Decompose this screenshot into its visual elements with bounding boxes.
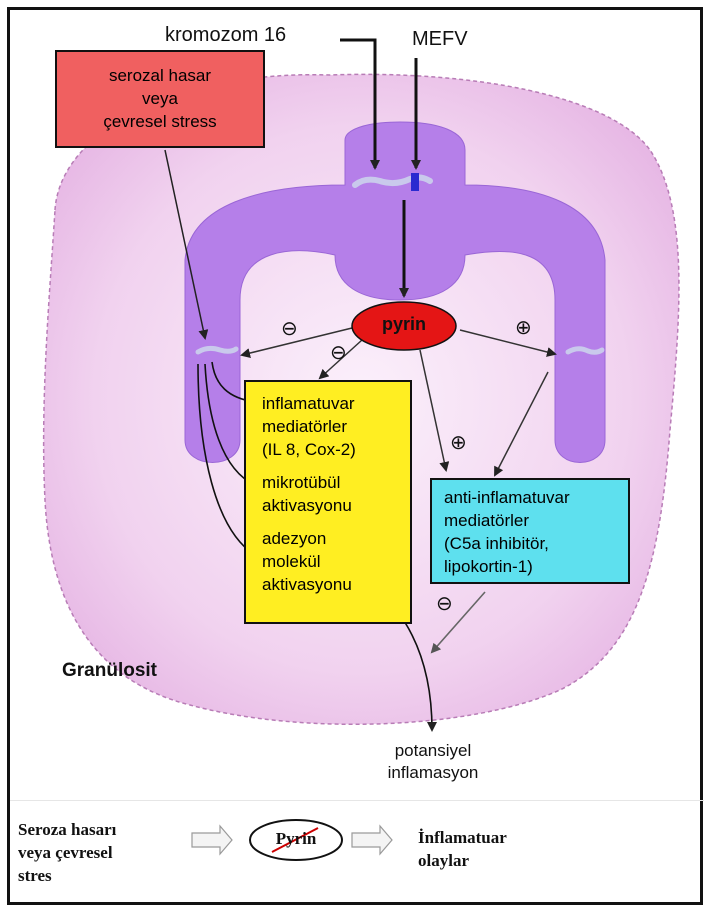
anti-line-3: (C5a inhibitör,	[444, 532, 628, 555]
stress-line-3: çevresel stress	[63, 110, 257, 133]
anti-line-1: anti-inflamatuvar	[444, 486, 628, 509]
legend-left-line-3: stres	[18, 864, 116, 887]
minus-sign-center: ⊖	[330, 340, 347, 365]
legend-arrow-right	[352, 826, 392, 854]
pyrin-label: pyrin	[352, 314, 456, 335]
inflam-line-7: molekül	[262, 550, 410, 573]
mefv-gene-mark	[411, 173, 419, 191]
minus-sign-bottom: ⊖	[436, 591, 453, 616]
plus-sign-center: ⊕	[450, 430, 467, 455]
outcome-line-2: inflamasyon	[370, 762, 496, 784]
inflam-line-1: inflamatuvar	[262, 392, 410, 415]
outcome-line-1: potansiyel	[370, 740, 496, 762]
legend-right-text: İnflamatuar olaylar	[418, 826, 507, 872]
cell-label: Granülosit	[62, 660, 157, 682]
legend-pyrin-label: Pyrin	[250, 829, 342, 849]
legend-right-line-2: olaylar	[418, 849, 507, 872]
stress-box: serozal hasar veya çevresel stress	[55, 50, 265, 148]
anti-line-4: lipokortin-1)	[444, 555, 628, 578]
left-lobe-squiggle	[198, 348, 236, 352]
inflam-line-6: adezyon	[262, 527, 410, 550]
inflam-line-2: mediatörler	[262, 415, 410, 438]
inflam-line-4: mikrotübül	[262, 471, 410, 494]
legend-right-line-1: İnflamatuar	[418, 826, 507, 849]
plus-sign-right: ⊕	[515, 315, 532, 340]
outcome-label: potansiyel inflamasyon	[370, 740, 496, 784]
stress-line-1: serozal hasar	[63, 64, 257, 87]
chromosome-label: kromozom 16	[165, 24, 286, 47]
inflam-line-3: (IL 8, Cox-2)	[262, 438, 410, 461]
legend-arrow-left	[192, 826, 232, 854]
inflammatory-mediators-box: inflamatuvar mediatörler (IL 8, Cox-2) m…	[244, 380, 412, 624]
anti-line-2: mediatörler	[444, 509, 628, 532]
legend-left-text: Seroza hasarı veya çevresel stres	[18, 818, 116, 887]
minus-sign-left: ⊖	[281, 316, 298, 341]
mefv-label: MEFV	[412, 28, 468, 51]
inflam-line-5: aktivasyonu	[262, 494, 410, 517]
legend-divider	[10, 800, 704, 801]
legend-left-line-2: veya çevresel	[18, 841, 116, 864]
legend-left-line-1: Seroza hasarı	[18, 818, 116, 841]
anti-inflammatory-box: anti-inflamatuvar mediatörler (C5a inhib…	[430, 478, 630, 584]
stress-line-2: veya	[63, 87, 257, 110]
inflam-line-8: aktivasyonu	[262, 573, 410, 596]
